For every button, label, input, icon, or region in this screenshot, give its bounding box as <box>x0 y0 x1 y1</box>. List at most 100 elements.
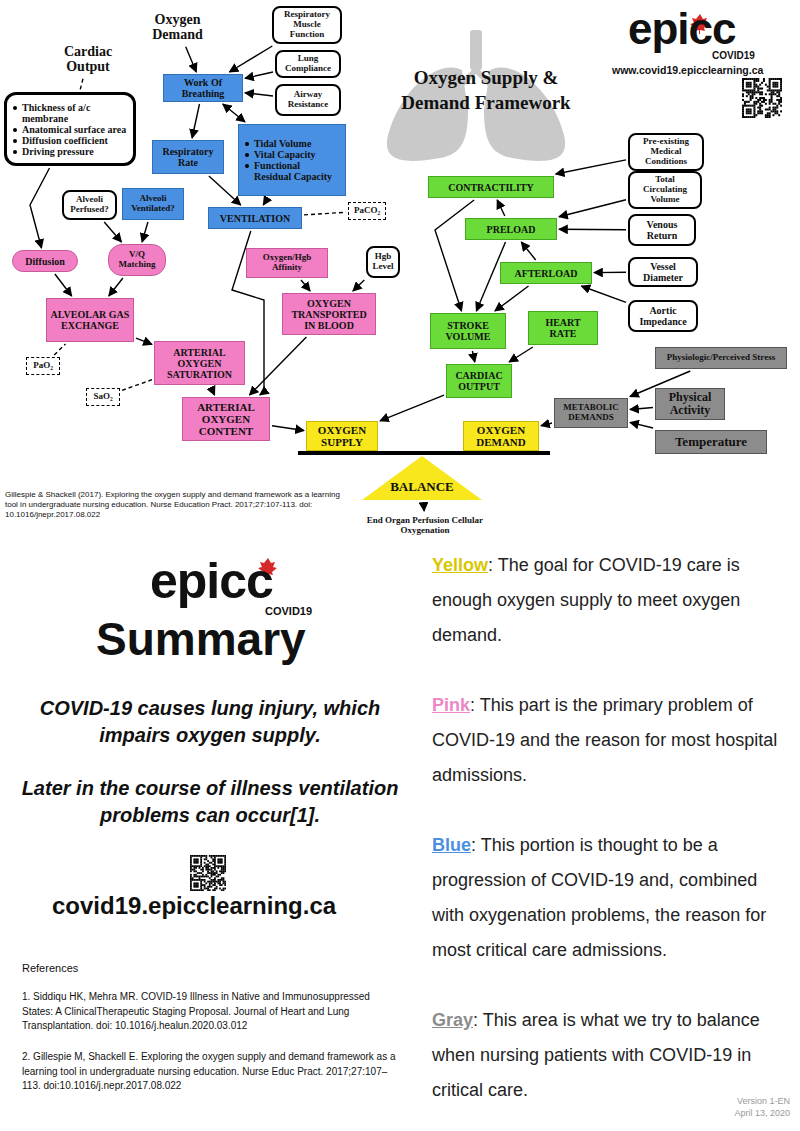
connector-arrow <box>209 176 241 205</box>
text-label: : This portion is thought to be a progre… <box>432 835 766 960</box>
node-label: V/Q Matching <box>112 250 162 270</box>
bullet-row: Thickness of a/c membrane <box>13 102 127 124</box>
node-label: End Organ Perfusion Cellular Oxygenation <box>358 516 492 536</box>
text-label: Summary <box>96 612 356 666</box>
bullet-dot <box>245 142 249 146</box>
node-label: PaO₂ <box>33 361 53 371</box>
text-node: End Organ Perfusion Cellular Oxygenation <box>355 513 495 539</box>
connector-arrow <box>186 47 197 72</box>
connector-arrow <box>630 422 653 428</box>
process-box: Diffusion <box>12 250 78 272</box>
node-label: Oxygen Demand <box>138 12 217 43</box>
bullet-row: Diffusion coefficient <box>13 135 108 146</box>
legend-paragraph: Yellow: The goal for COVID-19 care is en… <box>432 548 794 653</box>
process-box: METABOLIC DEMANDS <box>554 398 628 428</box>
process-box: Vessel Diameter <box>628 257 698 287</box>
text-label: April 13, 2020 <box>690 1108 790 1118</box>
legend-paragraph: Pink: This part is the primary problem o… <box>432 688 794 793</box>
color-word: Yellow <box>432 555 488 575</box>
bullet-text: Functional Residual Capacity <box>254 160 339 182</box>
connector-arrow <box>263 198 268 205</box>
text-label: : This area is what we try to balance wh… <box>432 1010 760 1100</box>
bullet-row: Driving pressure <box>13 146 94 157</box>
connector-arrow <box>630 408 653 410</box>
node-label: Pre-existing Medical Conditions <box>633 137 699 167</box>
process-box: Alveoli Perfused? <box>62 190 117 220</box>
bullet-row: Functional Residual Capacity <box>245 160 339 182</box>
balance-triangle: BALANCE <box>362 456 482 500</box>
bullet-text: Driving pressure <box>22 146 94 157</box>
node-label: BALANCE <box>390 480 454 494</box>
process-box: CONTRACTILITY <box>428 176 554 198</box>
connector-arrow <box>245 72 273 78</box>
connector-arrow <box>122 380 152 391</box>
node-label: Alveoli Perfused? <box>67 195 112 215</box>
balance-beam <box>298 451 550 455</box>
color-word: Gray <box>432 1010 473 1030</box>
bullet-dot <box>245 153 249 157</box>
connector-arrow <box>192 104 199 138</box>
bullet-dot <box>13 139 17 143</box>
node-label: Physical Activity <box>659 391 721 417</box>
bullet-text: Tidal Volume <box>254 138 311 149</box>
process-box: ARTERIAL OXYGEN CONTENT <box>182 397 270 441</box>
color-word: Pink <box>432 695 470 715</box>
connector-arrow <box>229 46 272 72</box>
connector-arrow <box>304 212 346 215</box>
bullet-row: Anatomical surface area <box>13 124 126 135</box>
text-label: Gillespie & Shackell (2017). Exploring t… <box>5 490 340 520</box>
text-label: epicc <box>628 4 778 54</box>
node-label: Venous Return <box>633 219 691 241</box>
process-box: AFTERLOAD <box>500 262 592 284</box>
node-label: HEART RATE <box>532 317 594 339</box>
connector-arrow <box>423 502 425 511</box>
bullet-dot <box>245 164 249 168</box>
node-label: CARDIAC OUTPUT <box>450 370 508 392</box>
process-box: Oxygen/Hgb Affinity <box>246 248 328 278</box>
node-label: STROKE VOLUME <box>434 320 502 342</box>
bullet-text: Anatomical surface area <box>22 124 126 135</box>
node-label: Aortic Impedance <box>633 305 693 327</box>
text-label: Later in the course of illness ventilati… <box>15 775 405 829</box>
node-label: Respiratory Rate <box>156 146 220 168</box>
node-label: OXYGEN SUPPLY <box>310 424 374 448</box>
process-box: SaO₂ <box>86 388 120 406</box>
connector-arrow <box>272 426 304 431</box>
process-box: CARDIAC OUTPUT <box>446 364 512 398</box>
node-label: SaO₂ <box>93 392 112 402</box>
process-box: Temperature <box>655 430 767 454</box>
connector-arrow <box>353 280 364 291</box>
bullet-text: Vital Capacity <box>254 149 316 160</box>
node-label: Alveoli Ventilated? <box>126 194 180 214</box>
node-label: CONTRACTILITY <box>448 182 534 193</box>
node-label: OXYGEN TRANSPORTED IN BLOOD <box>286 298 372 331</box>
node-label: VENTILATION <box>220 213 290 224</box>
text-label: 2. Gillespie M, Shackell E. Exploring th… <box>22 1050 402 1094</box>
process-box: Venous Return <box>628 214 696 246</box>
process-box: OXYGEN DEMAND <box>463 421 539 451</box>
node-label: Airway Resistance <box>280 90 336 110</box>
text-label: epicc <box>150 552 300 610</box>
connector-arrow <box>559 229 626 231</box>
connector-arrow <box>435 200 474 311</box>
color-word: Blue <box>432 835 471 855</box>
connector-arrow <box>559 200 626 217</box>
connector-arrow <box>521 242 535 260</box>
connector-arrow <box>30 168 50 248</box>
node-label: Respiratory Muscle Function <box>277 10 337 40</box>
qr-code <box>742 78 782 118</box>
bullet-text: Diffusion coefficient <box>22 135 108 146</box>
bullet-dot <box>13 106 17 110</box>
node-label: AFTERLOAD <box>515 268 578 279</box>
connector-arrow <box>594 272 626 274</box>
bullet-dot <box>13 128 17 132</box>
bullet-row: Vital Capacity <box>245 149 316 160</box>
node-label: ARTERIAL OXYGEN SATURATION <box>158 347 241 380</box>
node-label: Lung Compliance <box>280 54 336 74</box>
connector-arrow <box>80 79 83 90</box>
process-box: Alveoli Ventilated? <box>122 188 184 220</box>
connector-arrow <box>380 395 444 421</box>
process-box: Airway Resistance <box>275 84 341 116</box>
connector-arrow <box>142 222 148 242</box>
node-label: Temperature <box>675 435 747 449</box>
